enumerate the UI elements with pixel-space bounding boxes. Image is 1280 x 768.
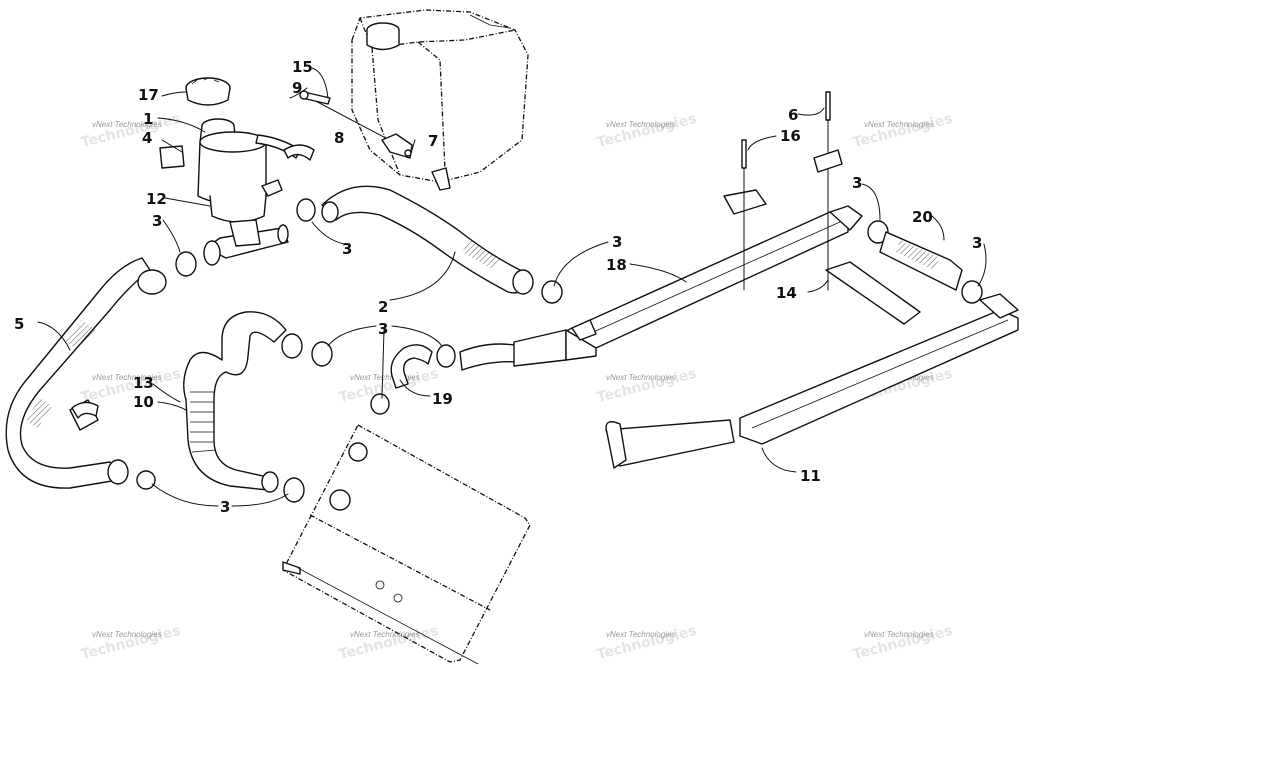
callout-3: 3	[220, 498, 230, 516]
svg-text:Technologies: Technologies	[79, 366, 182, 406]
svg-text:vNext Technologies: vNext Technologies	[350, 630, 420, 639]
watermark: Technologies vNext Technologies	[79, 366, 182, 406]
hose-5-drawing	[5, 257, 167, 489]
watermark: Technologies vNext Technologies	[851, 623, 954, 663]
overflow-hose-drawing	[255, 90, 331, 161]
callout-3: 3	[852, 174, 862, 192]
svg-text:vNext Technologies: vNext Technologies	[864, 120, 934, 129]
svg-text:Technologies: Technologies	[79, 623, 182, 663]
callout-7: 7	[428, 132, 438, 150]
callout-4: 4	[142, 129, 152, 147]
svg-text:vNext Technologies: vNext Technologies	[92, 630, 162, 639]
svg-text:vNext Technologies: vNext Technologies	[92, 373, 162, 382]
rail-18-drawing	[513, 189, 863, 367]
watermark: Technologies vNext Technologies	[851, 111, 954, 151]
watermark: Technologies vNext Technologies	[595, 623, 698, 663]
callout-17: 17	[138, 86, 159, 104]
hose-10-drawing	[183, 311, 303, 493]
hose-clamps-drawing	[136, 198, 983, 503]
callout-3: 3	[152, 212, 162, 230]
callout-20: 20	[912, 208, 933, 226]
svg-text:vNext Technologies: vNext Technologies	[606, 120, 676, 129]
heat-exchanger-drawing	[282, 424, 531, 665]
filler-neck-drawing	[185, 77, 289, 266]
leader-lines	[37, 67, 987, 507]
callout-2: 2	[378, 298, 388, 316]
hose-20-drawing	[879, 231, 963, 291]
svg-text:vNext Technologies: vNext Technologies	[350, 373, 420, 382]
svg-text:Technologies: Technologies	[595, 111, 698, 151]
decal-drawing	[159, 145, 185, 169]
callout-11: 11	[800, 467, 821, 485]
callout-15: 15	[292, 58, 313, 76]
svg-text:vNext Technologies: vNext Technologies	[92, 120, 162, 129]
callout-16: 16	[780, 127, 801, 145]
callout-3: 3	[612, 233, 622, 251]
svg-text:vNext Technologies: vNext Technologies	[606, 373, 676, 382]
rivets-drawing	[741, 91, 843, 291]
callout-14: 14	[776, 284, 797, 302]
clamp-13-drawing	[71, 401, 99, 419]
svg-text:Technologies: Technologies	[851, 623, 954, 663]
rail-11-drawing	[605, 261, 1019, 469]
svg-text:Technologies: Technologies	[79, 111, 182, 151]
reservoir-strap-drawing	[309, 97, 413, 159]
callout-6: 6	[788, 106, 798, 124]
callout-3: 3	[972, 234, 982, 252]
callout-9: 9	[292, 79, 302, 97]
callout-3: 3	[378, 320, 388, 338]
coolant-reservoir-drawing	[351, 9, 529, 191]
callout-10: 10	[133, 393, 154, 411]
watermark: Technologies vNext Technologies	[595, 111, 698, 151]
watermark: Technologies vNext Technologies	[595, 366, 698, 406]
callout-13: 13	[133, 374, 154, 392]
watermark: Technologies vNext Technologies	[79, 623, 182, 663]
callout-5: 5	[14, 315, 24, 333]
hose-2-drawing	[321, 185, 534, 295]
svg-text:vNext Technologies: vNext Technologies	[606, 630, 676, 639]
callout-3: 3	[342, 240, 352, 258]
svg-text:Technologies: Technologies	[595, 623, 698, 663]
callout-18: 18	[606, 256, 627, 274]
callout-8: 8	[334, 129, 344, 147]
callout-1: 1	[143, 110, 153, 128]
svg-text:vNext Technologies: vNext Technologies	[864, 630, 934, 639]
watermark: Technologies vNext Technologies	[79, 111, 182, 151]
svg-text:Technologies: Technologies	[595, 366, 698, 406]
callout-12: 12	[146, 190, 167, 208]
svg-text:Technologies: Technologies	[851, 111, 954, 151]
callout-labels: 17 1 4 12 3 15 9 8 7 3 2 5 13 10 3 3 19 …	[14, 58, 982, 516]
callout-19: 19	[432, 390, 453, 408]
